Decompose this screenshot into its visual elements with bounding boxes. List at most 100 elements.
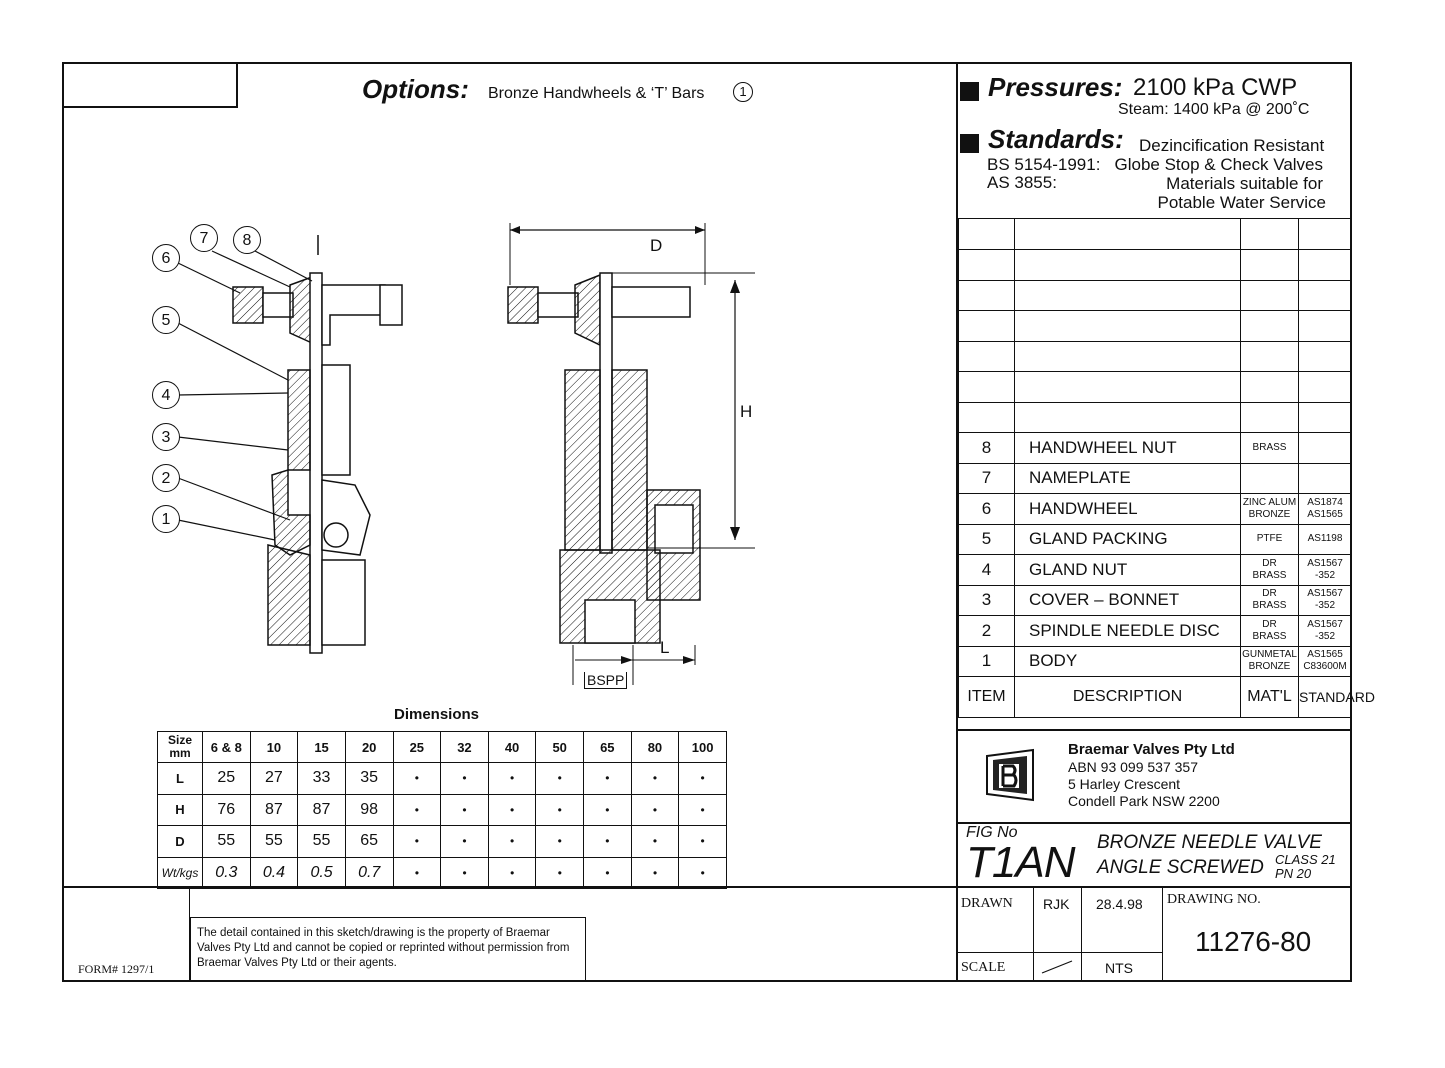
dims-cell: •	[392, 856, 442, 889]
dims-row-label: Wt/kgs	[157, 856, 203, 889]
bullet-square-icon	[960, 82, 979, 101]
part-item: 8	[958, 432, 1015, 464]
blank-cell	[1298, 310, 1352, 342]
blank-cell	[1014, 340, 1241, 372]
titleblock-top-line	[957, 886, 1352, 888]
callout-3: 3	[152, 423, 180, 451]
dimension-d-label: D	[650, 236, 663, 255]
dims-cell: •	[440, 856, 489, 889]
dims-cell: 65	[344, 825, 394, 858]
parts-blank-row	[958, 249, 1352, 281]
dims-cell: •	[678, 825, 727, 858]
dims-row-label: H	[157, 793, 203, 826]
dims-cell: •	[678, 856, 727, 889]
dims-cell: 55	[249, 825, 299, 858]
material-line: ZINC ALUM	[1242, 496, 1297, 508]
header-standard: STANDARD	[1298, 676, 1375, 718]
header-item: ITEM	[958, 676, 1015, 718]
parts-blank-row	[958, 218, 1352, 250]
class-rating: CLASS 21	[1275, 852, 1336, 867]
valve-technical-drawing	[177, 223, 755, 685]
blank-cell	[1240, 218, 1299, 250]
part-standard: AS1567-352	[1298, 554, 1352, 586]
blank-cell	[1240, 371, 1299, 403]
part-description: BODY	[1014, 645, 1241, 677]
valve-title-line2: ANGLE SCREWED	[1097, 857, 1264, 878]
dims-cell: •	[487, 793, 537, 826]
company-top-line	[957, 729, 1352, 731]
dims-cell: 87	[249, 793, 299, 826]
bullet-square-icon	[960, 134, 979, 153]
drawing-no-label: DRAWING NO.	[1167, 892, 1261, 907]
callout-leaders	[177, 250, 313, 541]
company-address-2: Condell Park NSW 2200	[1068, 793, 1220, 809]
pressures-value: 2100 kPa CWP	[1133, 74, 1298, 101]
standard-line: AS1567	[1307, 588, 1343, 600]
part-material: PTFE	[1240, 523, 1299, 555]
size-col-header: 10	[249, 731, 299, 763]
standard-line: -352	[1314, 569, 1335, 581]
dims-cell: •	[630, 762, 680, 795]
fig-number: T1AN	[966, 838, 1075, 887]
material-line: DR	[1262, 557, 1277, 569]
blank-cell	[958, 401, 1015, 433]
dims-cell: •	[678, 762, 727, 795]
size-col-header: 100	[678, 731, 727, 763]
blank-cell	[1298, 340, 1352, 372]
callout-1: 1	[152, 505, 180, 533]
part-material	[1240, 462, 1299, 494]
parts-blank-row	[958, 279, 1352, 311]
form-divider	[189, 886, 190, 982]
options-title: Options:	[362, 74, 469, 104]
company-abn: ABN 93 099 537 357	[1068, 759, 1198, 775]
blank-cell	[1014, 371, 1241, 403]
dims-cell: 27	[249, 762, 299, 795]
dims-cell: 25	[202, 762, 251, 795]
size-col-header: 50	[535, 731, 584, 763]
part-item: 5	[958, 523, 1015, 555]
blank-cell	[958, 340, 1015, 372]
scale-label: SCALE	[961, 960, 1006, 975]
material-line: BRONZE	[1248, 661, 1291, 673]
blank-cell	[1298, 249, 1352, 281]
blank-cell	[1240, 340, 1299, 372]
material-line: GUNMETAL	[1242, 649, 1297, 661]
options-circle-number: 1	[733, 82, 753, 102]
blank-cell	[958, 249, 1015, 281]
dims-cell: •	[440, 825, 489, 858]
standard-as-text: Materials suitable for	[1166, 174, 1323, 193]
dims-cell: •	[583, 825, 632, 858]
part-item: 4	[958, 554, 1015, 586]
pressures-title: Pressures:	[988, 72, 1123, 102]
dims-cell: 55	[297, 825, 346, 858]
dims-row-label: D	[157, 825, 203, 858]
dims-cell: •	[583, 793, 632, 826]
parts-blank-row	[958, 310, 1352, 342]
blank-cell	[1240, 279, 1299, 311]
dims-cell: •	[487, 825, 537, 858]
dims-cell: •	[392, 825, 442, 858]
material-line: BRASS	[1252, 441, 1287, 453]
size-col-header: 15	[297, 731, 346, 763]
size-col-header: 80	[630, 731, 680, 763]
company-name: Braemar Valves Pty Ltd	[1068, 741, 1235, 758]
material-line: BRASS	[1252, 569, 1287, 581]
fig-no-label: FIG No	[966, 824, 1018, 841]
standard-as: AS 3855:	[987, 173, 1057, 192]
blank-cell	[1298, 401, 1352, 433]
blank-cell	[1298, 279, 1352, 311]
part-item: 6	[958, 493, 1015, 525]
figure-top-line	[957, 822, 1352, 824]
blank-cell	[1014, 279, 1241, 311]
